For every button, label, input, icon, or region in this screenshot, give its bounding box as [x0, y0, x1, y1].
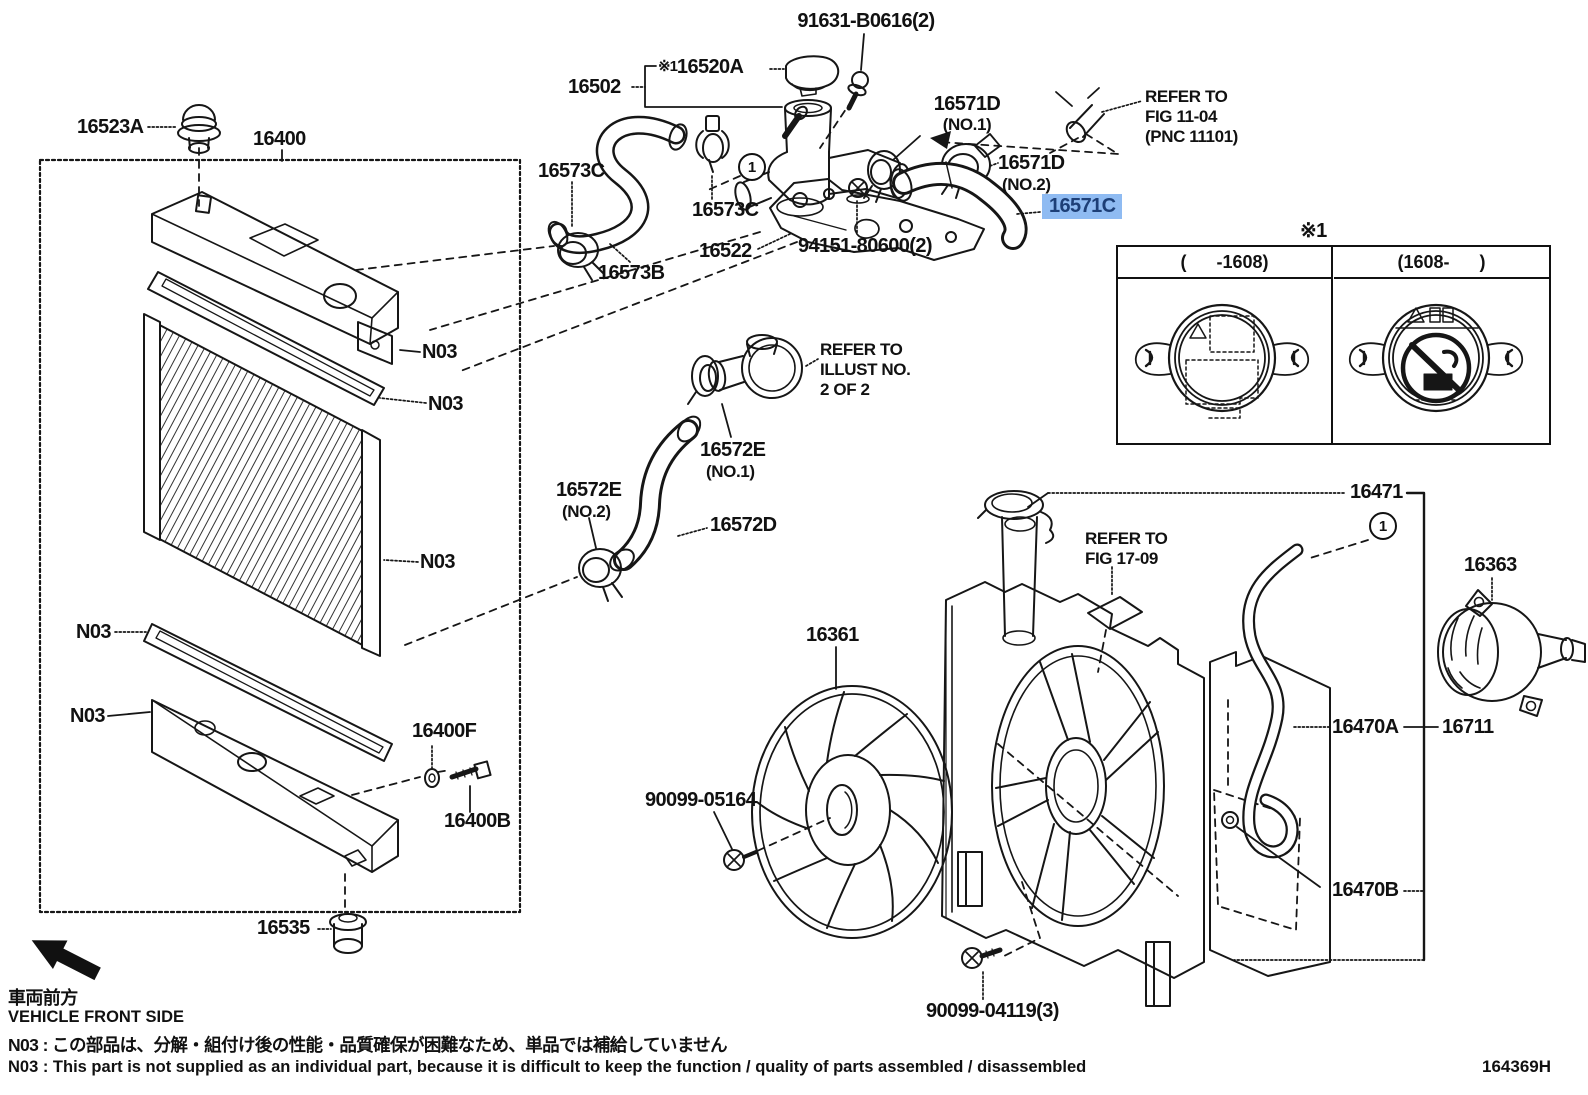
- callout-16400[interactable]: 16400: [253, 128, 306, 150]
- callout-n03-1: N03: [422, 341, 457, 363]
- variant-mark: ※1: [658, 58, 678, 75]
- grommet-16470b: [1221, 811, 1239, 829]
- callout-16573c-b[interactable]: 16573C: [692, 199, 759, 221]
- callout-90099-04119[interactable]: 90099-04119(3): [926, 1000, 1059, 1022]
- grommet-16523a: [177, 104, 221, 154]
- callout-16470a[interactable]: 16470A: [1332, 716, 1399, 738]
- fan-16361: [751, 685, 953, 939]
- clamp-16573c-mid: [695, 115, 730, 173]
- cap-table-divider: [1331, 247, 1333, 443]
- callout-16571d-no1-sub: (NO.1): [942, 115, 992, 134]
- dashed-assembly-lines: [198, 99, 1369, 957]
- variant-note-mark: ※1: [1300, 220, 1327, 242]
- hose-16572d: [609, 415, 702, 572]
- cap-table-caps: [1135, 303, 1523, 419]
- leader-lines-solid: [107, 33, 1439, 962]
- front-side-label-jp: 車両前方: [8, 988, 78, 1008]
- leader-lines: [114, 68, 1493, 1001]
- radiator-lower-tank: [151, 699, 399, 873]
- callout-16572e-no1-sub: (NO.1): [706, 462, 755, 481]
- clamp-16573c-left: [557, 232, 605, 281]
- side-panel: [1209, 651, 1331, 977]
- callout-16572e-no2[interactable]: 16572E: [556, 479, 622, 501]
- radiator-gasket-lower: [143, 623, 393, 762]
- washer-16400f: [424, 768, 440, 788]
- callout-16471[interactable]: 16471: [1350, 481, 1403, 503]
- callout-16522[interactable]: 16522: [699, 240, 752, 262]
- callout-16571d-no2[interactable]: 16571D: [998, 152, 1065, 174]
- callout-16400b[interactable]: 16400B: [444, 810, 511, 832]
- bolt-16400b: [449, 760, 492, 780]
- circle-marker-1a: 1: [738, 153, 766, 181]
- clamp-16572e-no2: [578, 548, 623, 602]
- callout-16711[interactable]: 16711: [1442, 716, 1494, 738]
- filler-neck-16502: [734, 99, 911, 217]
- callout-16572e-no2-sub: (NO.2): [562, 502, 611, 521]
- callout-n03-4: N03: [76, 621, 111, 643]
- front-side-label-en: VEHICLE FRONT SIDE: [8, 1008, 185, 1026]
- callout-16571d-no2-sub: (NO.2): [1002, 175, 1051, 194]
- radiator-assembly-box: [38, 158, 522, 914]
- reservoir-cap-and-neck: [977, 490, 1055, 646]
- bolt-94151: [846, 178, 870, 204]
- callout-91631-B0616[interactable]: 91631-B0616(2): [797, 10, 935, 32]
- hose-16573b: [547, 115, 688, 255]
- cap-table-header-right: (1608- ): [1334, 247, 1549, 279]
- hose-16470a: [1242, 543, 1304, 859]
- dashed-arrowhead: [930, 131, 951, 149]
- callout-16572d[interactable]: 16572D: [710, 514, 777, 536]
- callout-16363[interactable]: 16363: [1464, 554, 1517, 576]
- callout-16361[interactable]: 16361: [806, 624, 859, 646]
- callout-16571d-no1[interactable]: 16571D: [933, 93, 1001, 115]
- callout-n03-2: N03: [428, 393, 463, 415]
- callout-16523a[interactable]: 16523A: [77, 116, 144, 138]
- footnote-n03-english: N03 : This part is not supplied as an in…: [8, 1058, 1087, 1076]
- callout-16573b[interactable]: 16573B: [598, 262, 665, 284]
- clamp-16572e-no1: [687, 355, 719, 405]
- callout-16400f[interactable]: 16400F: [412, 720, 477, 742]
- cap-table-header-left: ( -1608): [1118, 247, 1331, 279]
- radiator-gasket-upper: [147, 271, 385, 406]
- callout-90099-05164[interactable]: 90099-05164: [645, 789, 757, 811]
- engine-pipe-stub: [1055, 87, 1105, 143]
- refer-plate-17-09: [1087, 596, 1143, 630]
- callout-16535[interactable]: 16535: [257, 917, 310, 939]
- hose-16571c: [889, 161, 1028, 250]
- shroud-16471: [941, 581, 1205, 1007]
- callout-94151-80600[interactable]: 94151-80600(2): [798, 235, 933, 257]
- callout-16571c-selected[interactable]: 16571C: [1042, 194, 1123, 219]
- bracket-16522: [769, 178, 985, 261]
- callout-16470b[interactable]: 16470B: [1332, 879, 1399, 901]
- selected-part-highlight: 16571C: [1042, 194, 1123, 219]
- bolt-90099-04119: [961, 947, 1003, 969]
- drawing-code: 164369H: [1482, 1057, 1552, 1076]
- callout-16572e-no1[interactable]: 16572E: [700, 439, 766, 461]
- drain-plug-16535: [329, 913, 367, 954]
- callout-n03-5: N03: [70, 705, 105, 727]
- radiator-upper-tank: [151, 191, 399, 365]
- footnote-n03-japanese: N03 : この部品は、分解・組付け後の性能・品質確保が困難なため、単品では補給…: [8, 1035, 728, 1055]
- motor-16363: [1437, 589, 1586, 717]
- callout-n03-3: N03: [420, 551, 455, 573]
- callout-16573c-a[interactable]: 16573C: [538, 160, 605, 182]
- bolt-91631: [846, 71, 869, 111]
- thermostat-inlet: [707, 334, 803, 399]
- callout-16502[interactable]: 16502: [568, 76, 621, 98]
- radiator-core: [143, 313, 381, 657]
- circle-marker-1b: 1: [1369, 512, 1397, 540]
- callout-16520a[interactable]: ※116520A: [658, 56, 744, 78]
- cap-16520a: [785, 55, 840, 97]
- cap-variant-table: ( -1608) (1608- ): [1116, 245, 1551, 445]
- front-direction-arrow: [31, 940, 101, 981]
